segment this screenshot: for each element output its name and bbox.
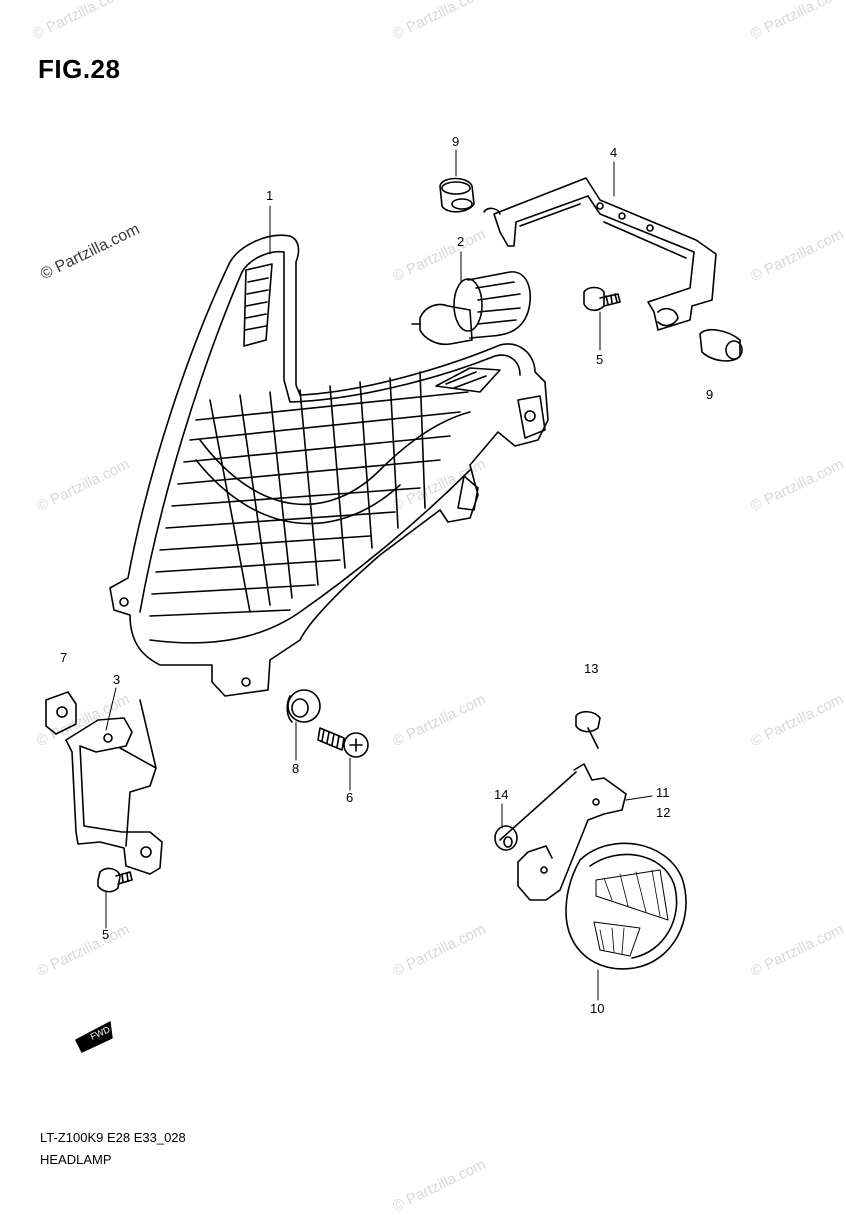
callout-4: 4 <box>610 145 618 160</box>
callout-14: 14 <box>494 787 509 802</box>
callout-12: 12 <box>656 805 671 820</box>
callout-6: 6 <box>346 790 354 805</box>
washer <box>494 825 518 851</box>
model-code: LT-Z100K9 E28 E33_028 <box>40 1130 186 1145</box>
callout-9: 9 <box>706 387 714 402</box>
callout-5: 5 <box>596 352 604 367</box>
lamp-stay <box>65 699 163 875</box>
speed-nut <box>45 691 77 735</box>
front-direction-arrow-icon: FWD <box>75 1021 113 1053</box>
headlamp-housing <box>109 234 549 697</box>
headlamp-bracket <box>483 177 717 331</box>
callout-8: 8 <box>292 761 300 776</box>
callout-5: 5 <box>102 927 110 942</box>
mounting-bolt <box>583 286 621 312</box>
callout-2: 2 <box>457 234 465 249</box>
callout-3: 3 <box>113 672 121 687</box>
rubber-grommet <box>439 177 475 213</box>
callout-1: 1 <box>266 188 274 203</box>
callout-10: 10 <box>590 1001 605 1016</box>
screw <box>317 727 369 758</box>
reflector-bracket <box>499 763 627 901</box>
rubber-grommet <box>699 328 743 362</box>
mounting-bolt <box>97 867 133 893</box>
section-name: HEADLAMP <box>40 1152 112 1167</box>
figure-title: FIG.28 <box>38 54 121 84</box>
callout-7: 7 <box>60 650 68 665</box>
rear-reflector <box>565 842 687 970</box>
callout-9: 9 <box>452 134 460 149</box>
reflector-screw <box>575 710 601 749</box>
rubber-cushion <box>286 689 321 723</box>
leader-lines <box>105 149 653 1001</box>
headlamp-bulb <box>411 271 532 346</box>
callout-13: 13 <box>584 661 599 676</box>
callout-11: 11 <box>656 785 670 800</box>
